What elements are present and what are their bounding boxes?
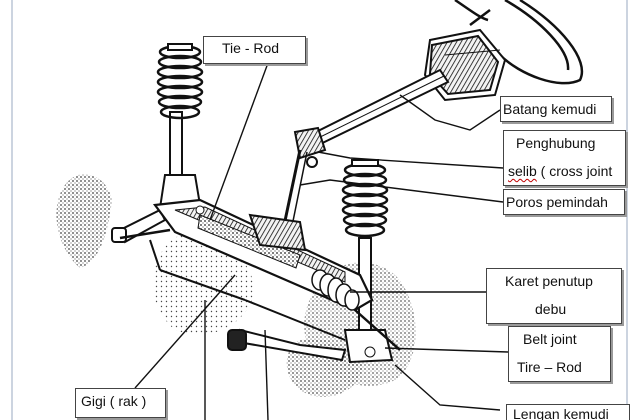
label-penghubung-line1: Penghubung	[516, 135, 596, 151]
leader-lengan-kemudi	[394, 364, 501, 411]
label-batang-kemudi: Batang kemudi	[500, 96, 612, 122]
label-tie-rod: Tie - Rod	[203, 36, 306, 64]
steering-wheel	[454, 0, 584, 85]
left-strut	[111, 43, 204, 244]
label-tie-rod-text: Tie - Rod	[222, 40, 280, 56]
leader-batang-kemudi	[399, 94, 501, 131]
leader-vertical-2	[264, 329, 269, 420]
leader-lines	[134, 62, 509, 420]
label-belt-joint-tire-rod: Belt joint Tire – Rod	[508, 326, 611, 382]
label-gigi-rak-text: Gigi ( rak )	[81, 393, 147, 409]
label-poros-pemindah-text: Poros pemindah	[506, 194, 608, 210]
leader-gigi-rak	[134, 274, 236, 389]
label-penghubung-selib-word: selib	[508, 163, 537, 179]
label-batang-kemudi-text: Batang kemudi	[503, 101, 597, 117]
label-karet-line2: debu	[535, 301, 567, 317]
label-penghubung-line2: selib ( cross joint	[508, 164, 612, 178]
leader-poros-pemindah	[299, 179, 504, 203]
label-belt-line1: Belt joint	[523, 331, 577, 347]
leader-tie-rod	[209, 62, 269, 221]
label-belt-line2: Tire – Rod	[517, 359, 582, 375]
label-lengan-kemudi-text: Lengan kemudi	[513, 406, 609, 420]
rack-housing	[119, 198, 401, 358]
leader-belt-joint	[384, 347, 509, 353]
label-lengan-kemudi: Lengan kemudi	[506, 404, 630, 420]
label-penghubung-line2-rest: ( cross joint	[536, 163, 613, 179]
leader-penghubung	[317, 151, 504, 169]
label-penghubung-selib: Penghubung selib ( cross joint	[503, 130, 626, 186]
label-gigi-rak: Gigi ( rak )	[75, 388, 166, 418]
label-karet-line1: Karet penutup	[505, 273, 593, 289]
steering-column	[280, 28, 507, 237]
label-karet-penutup-debu: Karet penutup debu	[486, 268, 622, 324]
label-poros-pemindah: Poros pemindah	[503, 189, 625, 215]
